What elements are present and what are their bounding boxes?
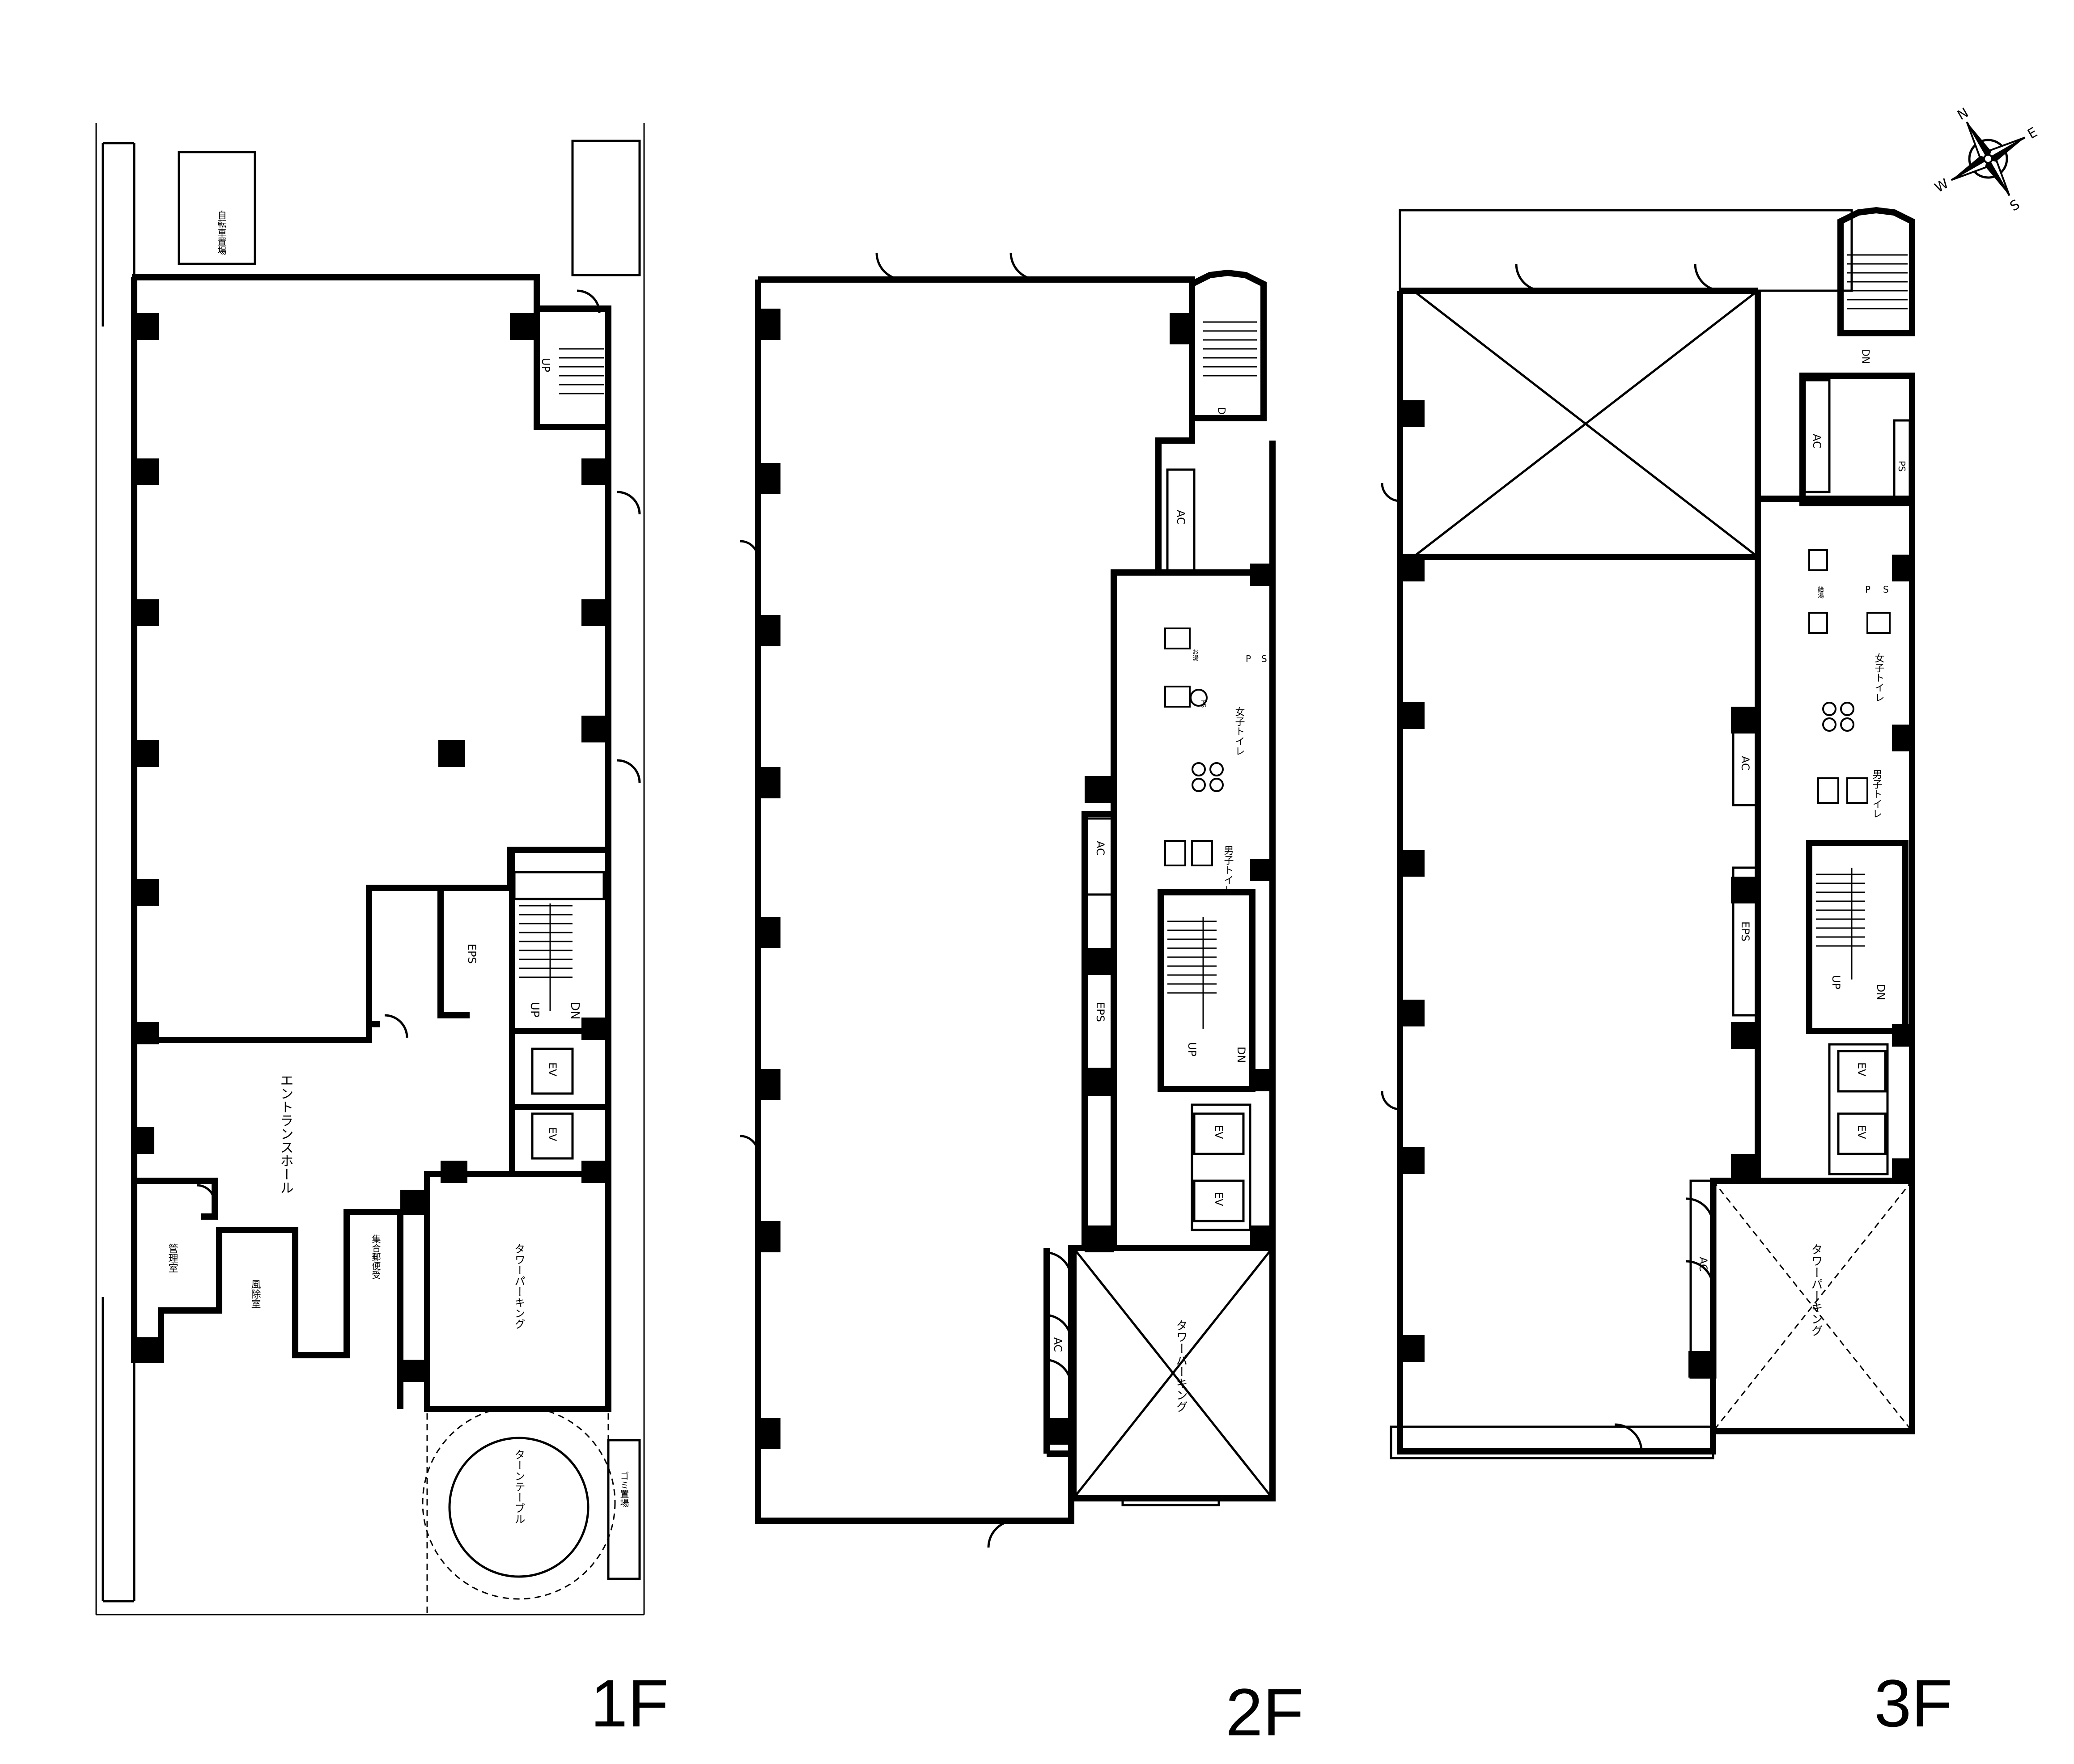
ps-label: S xyxy=(1883,584,1889,595)
ps-label: PS xyxy=(1200,700,1207,708)
stair-treads-2f xyxy=(1167,917,1217,1029)
stair-up-label: UP xyxy=(1186,1042,1198,1056)
mailbox-label: 集合郵便受 xyxy=(370,1234,381,1279)
tower-parking-label: タワーパーキング xyxy=(513,1243,525,1329)
ev-2f-2 xyxy=(1193,1179,1245,1222)
turntable-inner xyxy=(448,1437,590,1578)
ev-label: EV xyxy=(1213,1192,1225,1206)
eps-3f xyxy=(1732,866,1759,1017)
eps-2f xyxy=(1086,956,1115,1070)
compass-s: S xyxy=(2007,197,2023,215)
compass-e: E xyxy=(2025,124,2040,142)
ps-label: S xyxy=(1261,653,1267,664)
mens-wc-label: 男子トイレ xyxy=(1871,769,1883,818)
rear-stair-down-label: DN xyxy=(1216,407,1227,422)
eps-label: EPS xyxy=(466,944,478,964)
tower-parking-label: タワーパーキング xyxy=(1174,1319,1188,1412)
ev-label: EV xyxy=(1855,1125,1868,1139)
stair-down-label: DN xyxy=(1875,984,1887,1000)
bicycle-label: 自転車置場 xyxy=(216,210,227,255)
ac-label: AC xyxy=(1175,510,1187,525)
ps-label: P xyxy=(1865,584,1870,595)
turntable-label: ターンテーブル xyxy=(513,1449,525,1524)
rear-stair-3f xyxy=(1847,254,1908,310)
stair-down-label: DN xyxy=(568,1002,581,1019)
stair-treads-1f xyxy=(519,903,573,1011)
ps-label: P xyxy=(1246,653,1251,664)
floor-3f-label: 3F xyxy=(1874,1666,1952,1741)
ev-label: EV xyxy=(1855,1062,1868,1077)
entrance-hall-label: エントランスホール xyxy=(278,1073,293,1194)
ev-2f-1 xyxy=(1193,1112,1245,1155)
turntable-outer xyxy=(422,1406,616,1600)
stair-up-label: UP xyxy=(1830,975,1842,989)
garbage-label: ゴミ置場 xyxy=(619,1471,629,1507)
rear-stair-down-label: DN xyxy=(1860,349,1871,364)
stair-down-label: DN xyxy=(1235,1047,1247,1063)
ac-label: AC xyxy=(1094,841,1107,856)
tower-parking-label: タワーパーキング xyxy=(1809,1243,1823,1336)
floor-2f: AC AC EPS AC タワーパーキング 女子トイレ 男子トイレ P S PS… xyxy=(740,252,1304,1750)
kyuto-label: お湯 xyxy=(1192,649,1199,661)
compass-rose-icon: N E S W xyxy=(1932,105,2040,215)
ac-3f-top xyxy=(1803,379,1831,493)
compass-n: N xyxy=(1955,105,1971,123)
ev-3f-2 xyxy=(1837,1112,1887,1155)
ev-3f-1 xyxy=(1837,1050,1887,1093)
ev-1f-2 xyxy=(531,1112,574,1160)
eps-label: EPS xyxy=(1739,921,1752,941)
ac-label: AC xyxy=(1052,1337,1064,1352)
ac-label: AC xyxy=(1811,434,1823,449)
kyuto-label: 給湯 xyxy=(1817,586,1824,598)
ac-2f-mid xyxy=(1086,817,1115,896)
eps-label: EPS xyxy=(1094,1002,1107,1022)
womens-wc-label: 女子トイレ xyxy=(1873,653,1884,702)
ev-1f-1 xyxy=(531,1047,574,1095)
stair-treads-3f xyxy=(1816,868,1865,980)
ac-label: AC xyxy=(1739,756,1752,771)
rear-stair-1f xyxy=(559,348,604,394)
floor-1f: 自転車置場 xyxy=(95,123,669,1741)
ev-label: EV xyxy=(546,1127,559,1141)
womens-wc-label: 女子トイレ xyxy=(1234,707,1245,756)
ev-label: EV xyxy=(1213,1125,1225,1139)
rear-stair-2f xyxy=(1203,321,1257,377)
mens-wc-label: 男子トイレ xyxy=(1222,845,1234,895)
ac-3f-mid xyxy=(1732,719,1759,806)
floor-3f: AC PS AC EPS AC タワーパーキング 給湯 P S 女子トイレ 男子… xyxy=(1381,207,1952,1741)
stair-up-label: UP xyxy=(528,1002,541,1018)
rear-stair-up-label: UP xyxy=(539,358,552,372)
compass-w: W xyxy=(1932,176,1951,196)
ac-2f-top xyxy=(1166,468,1196,574)
floor-1f-label: 1F xyxy=(590,1666,669,1741)
ev-label: EV xyxy=(546,1062,559,1077)
floor-2f-label: 2F xyxy=(1226,1675,1304,1750)
wind-room-label: 風除室 xyxy=(250,1279,261,1309)
office-label: 管理室 xyxy=(167,1243,178,1273)
ps-label: PS xyxy=(1896,461,1907,472)
bicycle-parking xyxy=(178,151,256,265)
